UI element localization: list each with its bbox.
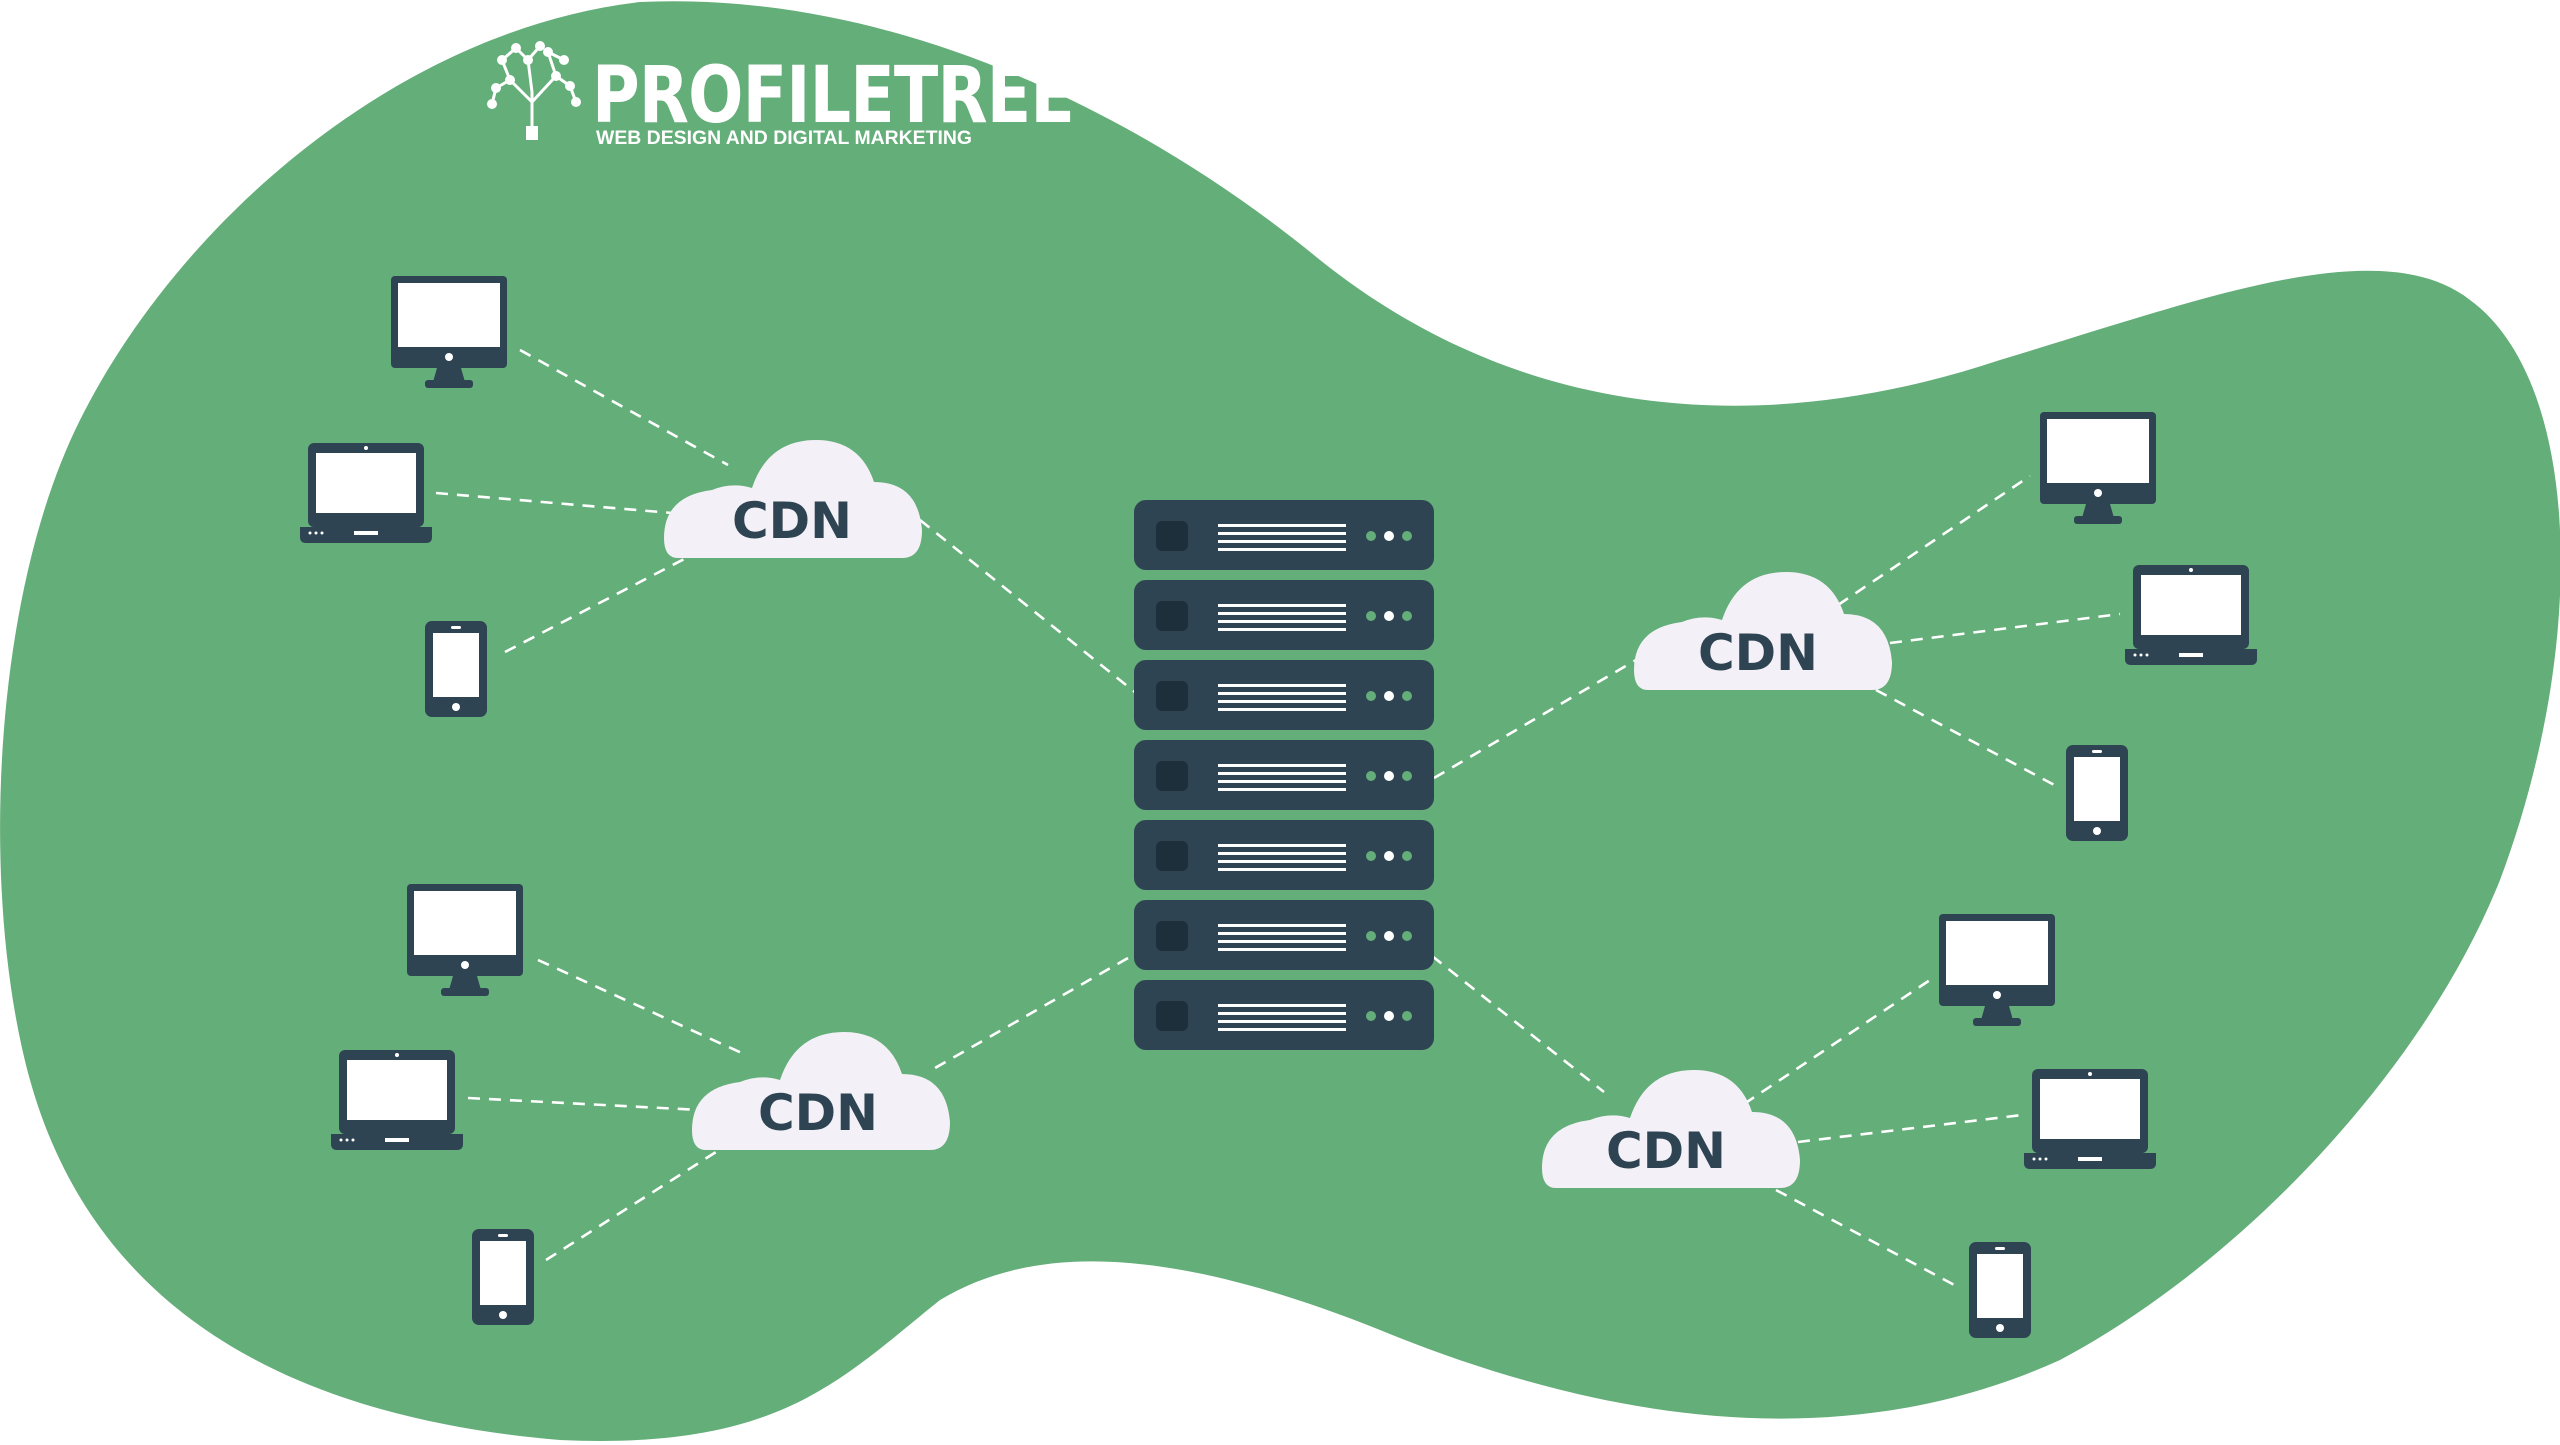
server-unit — [1134, 820, 1434, 890]
connector-lines — [435, 348, 2121, 1290]
link-line — [519, 348, 729, 467]
cdn-cloud-top-left: CDN — [664, 440, 922, 558]
link-line — [1889, 612, 2121, 645]
server-unit — [1134, 500, 1434, 570]
laptop-icon — [2024, 1069, 2156, 1169]
link-line — [537, 958, 747, 1057]
link-line — [1875, 688, 2061, 790]
link-line — [1797, 1113, 2023, 1144]
tablet-icon — [425, 621, 487, 717]
cdn-cloud-bottom-right: CDN — [1542, 1070, 1800, 1188]
link-line — [1743, 978, 1931, 1106]
laptop-icon — [300, 443, 432, 543]
cdn-cloud-bottom-left: CDN — [692, 1032, 950, 1150]
link-line — [927, 956, 1129, 1074]
link-line — [467, 1096, 701, 1112]
server-unit — [1134, 980, 1434, 1050]
brand-tagline: WEB DESIGN AND DIGITAL MARKETING — [596, 128, 972, 149]
link-line — [919, 518, 1137, 695]
link-line — [1775, 1188, 1961, 1290]
tablet-icon — [1969, 1242, 2031, 1338]
tree-icon — [487, 41, 581, 136]
server-unit — [1134, 580, 1434, 650]
cdn-cloud-top-right: CDN — [1634, 572, 1892, 690]
cdn-label: CDN — [758, 1084, 878, 1142]
link-line — [1431, 954, 1605, 1094]
link-line — [1433, 658, 1637, 780]
cdn-label: CDN — [732, 492, 852, 550]
tablet-icon — [472, 1229, 534, 1325]
server-rack — [1134, 500, 1434, 1050]
server-unit — [1134, 740, 1434, 810]
link-line — [1837, 474, 2031, 607]
brand-logo: PROFILETREE WEB DESIGN AND DIGITAL MARKE… — [487, 41, 1075, 149]
link-line — [435, 491, 673, 515]
server-unit — [1134, 660, 1434, 730]
tablet-icon — [2066, 745, 2128, 841]
laptop-icon — [2125, 565, 2257, 665]
laptop-icon — [331, 1050, 463, 1150]
cdn-label: CDN — [1698, 624, 1818, 682]
brand-name: PROFILETREE — [592, 51, 1074, 141]
server-unit — [1134, 900, 1434, 970]
cdn-label: CDN — [1606, 1122, 1726, 1180]
link-line — [504, 554, 691, 654]
